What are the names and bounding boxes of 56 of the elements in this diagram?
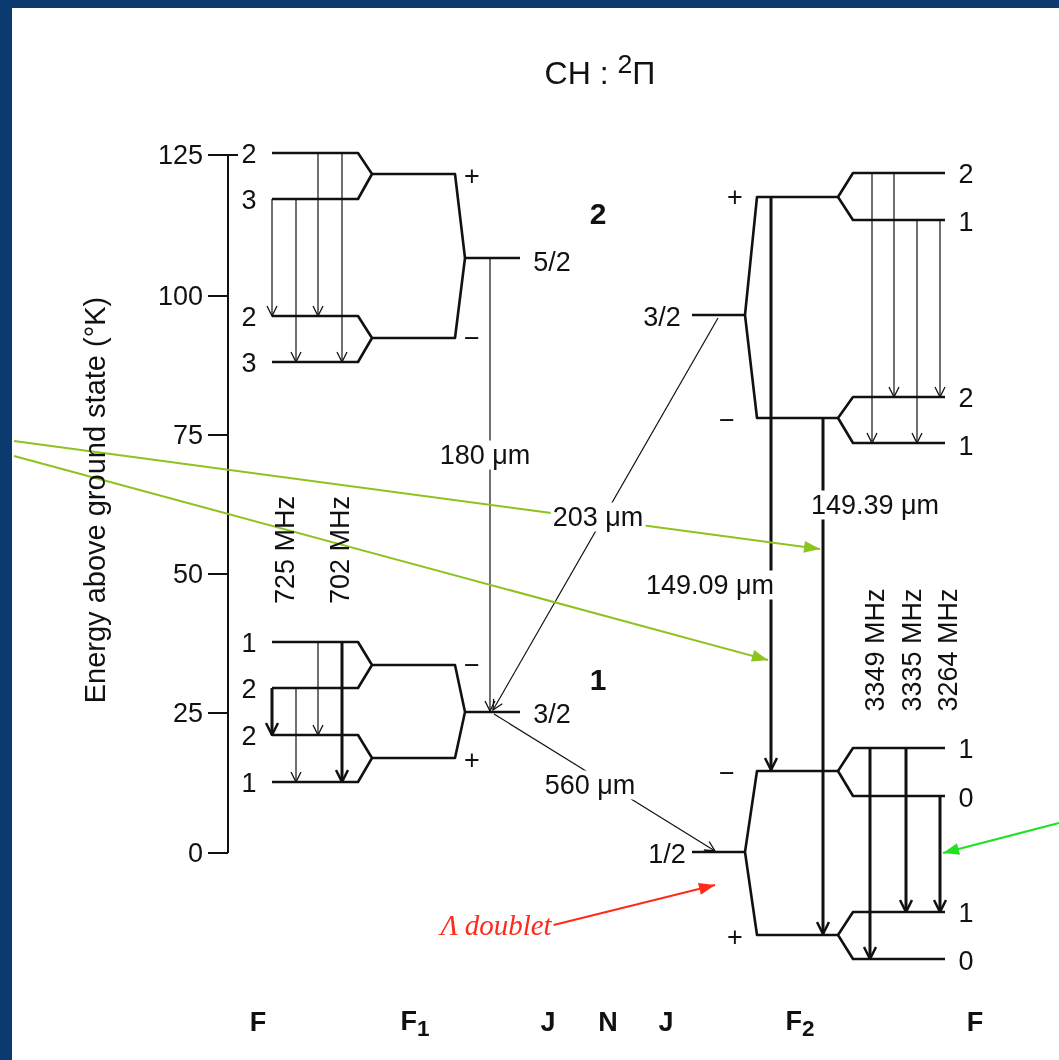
transition-arrow [932, 796, 948, 914]
tick-label: 100 [157, 282, 203, 310]
quantum-number-label: 1 [241, 629, 257, 657]
quantum-number-label: 1 [958, 899, 974, 927]
tick-label: 125 [157, 141, 203, 169]
frequency-label: 702 MHz [326, 496, 354, 604]
column-heading: J [540, 1008, 556, 1036]
frequency-label: 725 MHz [271, 496, 299, 604]
quantum-number-label: 3/2 [533, 700, 571, 728]
state-label: 1 [589, 665, 607, 695]
quantum-number-label: 5/2 [533, 248, 571, 276]
column-heading: F$_{1}$ [400, 1007, 430, 1041]
tick-label: 75 [172, 421, 203, 449]
frequency-label: 3264 MHz [934, 588, 962, 712]
parity-label: − [464, 651, 480, 679]
quantum-number-label: 2 [958, 160, 974, 188]
tick-label: 25 [172, 699, 203, 727]
frequency-label: 3335 MHz [898, 588, 926, 712]
quantum-number-label: 2 [241, 303, 257, 331]
parity-label: + [464, 746, 480, 774]
column-heading: N [598, 1008, 618, 1036]
parity-label: + [464, 162, 480, 190]
quantum-number-label: 2 [241, 722, 257, 750]
quantum-number-label: 1 [958, 432, 974, 460]
axis-title: Energy above ground state (°K) [80, 296, 110, 704]
column-heading: F [249, 1008, 267, 1036]
quantum-number-label: 3 [241, 349, 257, 377]
parity-label: − [464, 324, 480, 352]
pointer-arrow [552, 883, 716, 926]
tick-label: 0 [187, 839, 203, 867]
quantum-number-label: 3 [241, 186, 257, 214]
pointer-arrow [13, 455, 769, 662]
column-heading: F$_{2}$ [785, 1007, 815, 1041]
frequency-label: 3349 MHz [861, 588, 889, 712]
state-label: 2 [589, 199, 607, 229]
quantum-number-label: 0 [958, 784, 974, 812]
quantum-number-label: 2 [241, 675, 257, 703]
quantum-number-label: 1/2 [648, 840, 686, 868]
pointer-arrow [942, 822, 1059, 855]
annotation-text: Λ doublet [440, 910, 552, 940]
parity-label: + [727, 923, 743, 951]
parity-label: + [727, 183, 743, 211]
column-heading: F [966, 1008, 984, 1036]
quantum-number-label: 1 [958, 735, 974, 763]
quantum-number-label: 2 [958, 384, 974, 412]
quantum-number-label: 1 [241, 769, 257, 797]
quantum-number-label: 3/2 [643, 303, 681, 331]
diagram-title: CH : $^{2}$Π [544, 50, 656, 90]
parity-label: − [719, 759, 735, 787]
tick-label: 50 [172, 560, 203, 588]
wavelength-label: 203 μm [550, 502, 646, 532]
quantum-number-label: 0 [958, 947, 974, 975]
quantum-number-label: 1 [958, 208, 974, 236]
column-heading: J [658, 1008, 674, 1036]
parity-label: − [719, 406, 735, 434]
quantum-number-label: 2 [241, 140, 257, 168]
